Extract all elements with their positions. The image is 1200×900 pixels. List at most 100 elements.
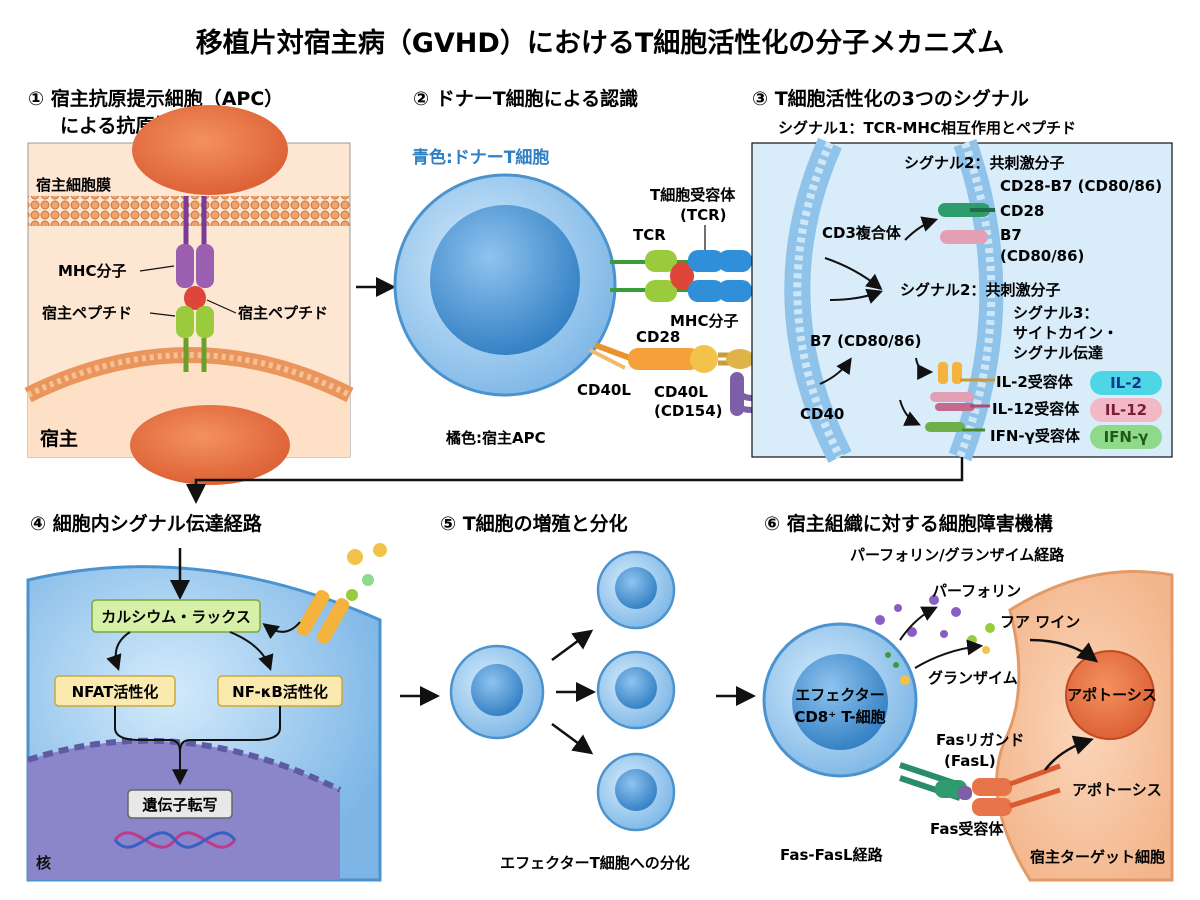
panel-2-heading: ② ドナーT細胞による認識: [413, 87, 638, 110]
fasl-label-line1: Fasリガンド: [936, 731, 1024, 749]
apoptosis-label-2: アポトーシス: [1072, 781, 1162, 799]
b7-label-line1: B7: [1000, 226, 1022, 244]
signal-3-line1: シグナル3：: [1013, 304, 1098, 322]
mhc-alpha-chain: [176, 244, 194, 288]
nucleus-label: 核: [36, 854, 51, 872]
host-label: 宿主: [40, 427, 78, 450]
panel-2-tcell-recognition: ② ドナーT細胞による認識 青色:ドナーT細胞 TCR T細胞受容体 (TCR)…: [393, 87, 822, 447]
mhc-beta-chain: [196, 244, 214, 288]
host-peptide-label-left: 宿主ペプチド: [42, 304, 132, 322]
cytokine-tag-il2: [1090, 371, 1162, 395]
apoptosis-label-1: アポトーシス: [1067, 686, 1157, 704]
receptor-item: IL-12受容体 IL-12: [992, 398, 1162, 422]
signal-3-line2: サイトカイン・: [1013, 324, 1118, 342]
cytokine-tag-ifng: [1090, 425, 1162, 449]
tcr-label: TCR: [633, 226, 666, 244]
host-peptide-label-right: 宿主ペプチド: [238, 304, 328, 322]
donor-tcell-nucleus: [430, 205, 580, 355]
signal-2a-line1: シグナル2：共刺激分子: [904, 154, 1064, 172]
donor-tcell-color-label: 青色:ドナーT細胞: [412, 147, 549, 168]
mhc-chain-bottom: [688, 280, 724, 302]
mhc-molecule-label-p2: MHC分子: [670, 312, 739, 330]
calcium-flux-label: カルシウム・ラックス: [101, 608, 251, 626]
tcr-beta: [645, 280, 677, 302]
nfkb-label: NF-κB活性化: [232, 683, 328, 701]
host-cell-membrane: [28, 196, 350, 226]
target-nucleus: [1065, 650, 1155, 740]
receptor-label: IL-12受容体: [992, 400, 1080, 418]
b7-cd80-86-label: B7 (CD80/86): [810, 332, 922, 350]
apc-membrane-curve: [948, 139, 1004, 462]
cd28-label-p2: CD28: [636, 328, 680, 346]
cd28-head: [690, 345, 718, 373]
fas-fasl-pathway-label: Fas-FasL経路: [780, 846, 884, 864]
nfat-label: NFAT活性化: [72, 683, 159, 701]
cytokine-tag-label: IL-2: [1110, 374, 1142, 392]
mhc-molecule-label: MHC分子: [58, 262, 127, 280]
tcr-title-line1: T細胞受容体: [650, 186, 736, 204]
tcr-peptide: [670, 262, 694, 290]
b7-label-line2: (CD80/86): [1000, 247, 1084, 265]
cd40-label: CD40: [800, 405, 844, 423]
mhc-chain-top: [688, 250, 724, 272]
host-nucleus-bottom: [130, 405, 290, 485]
il12-receptor-icon: [930, 392, 974, 402]
panel-5-caption: エフェクターT細胞への分化: [500, 854, 690, 872]
cd40l-label-mid-2: (CD154): [654, 402, 722, 420]
ifng-receptor-icon: [925, 422, 965, 432]
panel-3-heading: ③ T細胞活性化の3つのシグナル: [752, 87, 1029, 110]
cd40-molecule: [730, 372, 744, 416]
fasl-label-line2: (FasL): [944, 752, 996, 770]
cd3-complex-label: CD3複合体: [822, 224, 902, 242]
perforin-label: パーフォリン: [932, 582, 1021, 600]
panel-1-antigen-presentation: ① 宿主抗原提示細胞（APC） による抗原提示 宿主細胞膜 MHC分子 宿主ペプ…: [24, 87, 354, 485]
granzyme-label: グランザイム: [928, 669, 1018, 687]
signal-1-label: シグナル1：TCR-MHC相互作用とペプチド: [778, 119, 1076, 137]
fas-contact-icon: [958, 786, 972, 800]
cd28-label-p3: CD28: [1000, 202, 1044, 220]
panel-6-cytotoxicity: ⑥ 宿主組織に対する細胞障害機構 パーフォリン/グランザイム経路 アポトーシス …: [762, 512, 1174, 882]
receptor-label: IFN-γ受容体: [990, 427, 1081, 445]
host-target-cell-label: 宿主ターゲット細胞: [1030, 848, 1165, 866]
effector-label-line2: CD8⁺ T-細胞: [794, 708, 885, 726]
apc-nucleus-top: [132, 105, 288, 195]
signal-3-line3: シグナル伝達: [1013, 344, 1103, 362]
cd40l-label-mid-1: CD40L: [654, 383, 708, 401]
receptor-item: IL-2受容体 IL-2: [996, 371, 1162, 395]
fuawain-label: フア ワイン: [1000, 613, 1080, 631]
host-membrane-label: 宿主細胞膜: [36, 176, 111, 194]
receptor-list: IL-2受容体 IL-2 IL-12受容体 IL-12 IFN-γ受容体 IFN…: [990, 371, 1162, 449]
tcr-title-line2: (TCR): [680, 206, 727, 224]
calcium-flux-box: [91, 599, 261, 633]
cd28-icon: [938, 203, 990, 217]
cd28-molecule: [628, 348, 700, 370]
tcr-alpha: [645, 250, 677, 272]
host-apc-color-label: 橘色:宿主APC: [445, 429, 546, 447]
panel-3-three-signals: ③ T細胞活性化の3つのシグナル シグナル1：TCR-MHC相互作用とペプチド …: [751, 87, 1173, 463]
signal-2b-label: シグナル2：共刺激分子: [900, 281, 1060, 299]
peptide-binding-left: [176, 306, 194, 338]
gene-transcription-label: 遺伝子転写: [141, 796, 217, 814]
perforin-particle: [875, 615, 885, 625]
cytokine-tag-il12: [1090, 398, 1162, 422]
page-title: 移植片対宿主病（GVHD）におけるT細胞活性化の分子メカニズム: [196, 27, 1004, 59]
panel-4-heading: ④ 細胞内シグナル伝達経路: [30, 512, 263, 535]
gene-transcription-box: [127, 789, 233, 819]
signal-2a-line2: CD28-B7 (CD80/86): [1000, 177, 1162, 195]
cytokine-tag-label: IL-12: [1105, 401, 1147, 419]
granzyme-particle: [967, 635, 977, 645]
panel-5-proliferation: ⑤ T細胞の増殖と分化 エフェクターT細胞への分化: [440, 512, 690, 872]
cd40l-label-left: CD40L: [577, 381, 631, 399]
cytokine-tag-label: IFN-γ: [1104, 428, 1149, 446]
receptor-label: IL-2受容体: [996, 373, 1074, 391]
peptide-binding-right: [196, 306, 214, 338]
connector-to-panel-4: [186, 457, 964, 504]
perforin-granzyme-pathway-label: パーフォリン/グランザイム経路: [850, 546, 1065, 564]
membrane-receptor-icon: [296, 590, 330, 636]
fas-receptor-label: Fas受容体: [930, 820, 1004, 838]
fas-receptor-icon: [972, 778, 1012, 796]
panel-4-intracellular-signaling: ④ 細胞内シグナル伝達経路 核 カルシウム・ラックス NFAT活性化 NF-κB…: [26, 512, 387, 882]
effector-nucleus: [792, 654, 888, 750]
